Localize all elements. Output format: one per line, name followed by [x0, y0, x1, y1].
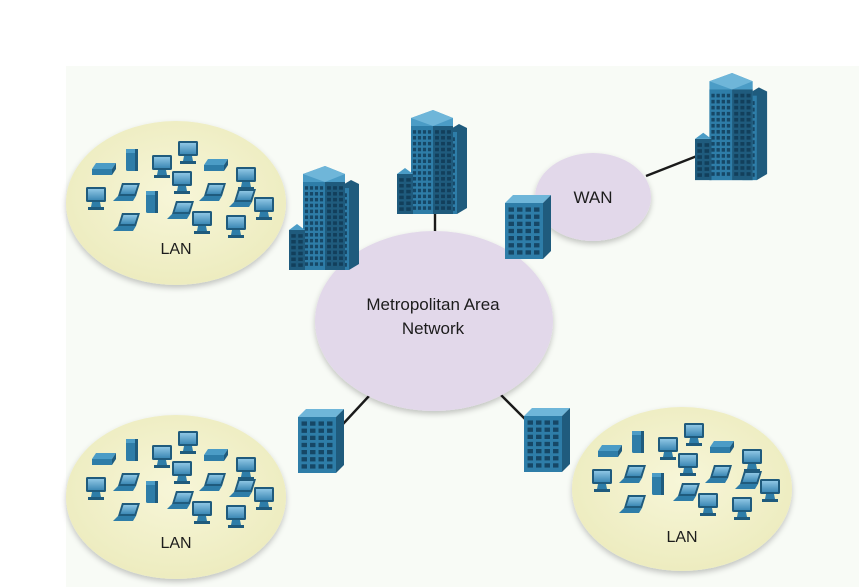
- desktop-computer-icon: [226, 215, 246, 238]
- laptop-icon: [167, 201, 194, 219]
- desktop-computer-icon: [658, 437, 678, 460]
- desktop-computer-icon: [760, 479, 780, 502]
- man-label-line2: Network: [402, 319, 465, 338]
- desktop-computer-icon: [732, 497, 752, 520]
- desktop-computer-icon: [86, 187, 106, 210]
- desktop-computer-icon: [226, 505, 246, 528]
- server-icon: [146, 481, 158, 503]
- small-office-building-icon: [298, 409, 344, 473]
- link-man-bottom-right-building: [500, 394, 528, 422]
- desktop-computer-icon: [254, 197, 274, 220]
- laptop-icon: [113, 213, 140, 231]
- man-ellipse: [315, 231, 553, 411]
- lan-top-left-devices: [86, 141, 274, 238]
- man-cloud: Metropolitan Area Network: [315, 231, 553, 411]
- desktop-computer-icon: [172, 461, 192, 484]
- desktop-computer-icon: [152, 445, 172, 468]
- desktop-computer-icon: [742, 449, 762, 472]
- server-icon: [126, 149, 138, 171]
- server-icon: [126, 439, 138, 461]
- lan-top-left-label: LAN: [160, 241, 191, 258]
- links: [342, 154, 698, 425]
- network-switch-icon: [710, 441, 734, 453]
- laptop-icon: [705, 465, 732, 483]
- laptop-icon: [199, 183, 226, 201]
- laptop-icon: [229, 479, 256, 497]
- desktop-computer-icon: [236, 457, 256, 480]
- laptop-icon: [199, 473, 226, 491]
- desktop-computer-icon: [236, 167, 256, 190]
- link-man-bottom-left-building: [342, 395, 370, 425]
- network-switch-icon: [204, 159, 228, 171]
- lan-bottom-left-devices: [86, 431, 274, 528]
- desktop-computer-icon: [178, 141, 198, 164]
- desktop-computer-icon: [86, 477, 106, 500]
- wan-cloud: WAN: [535, 153, 651, 241]
- desktop-computer-icon: [192, 501, 212, 524]
- laptop-icon: [735, 471, 762, 489]
- link-wan-far-building: [645, 154, 698, 178]
- laptop-icon: [113, 183, 140, 201]
- network-switch-icon: [92, 163, 116, 175]
- man-label-line1: Metropolitan Area: [366, 295, 500, 314]
- server-icon: [146, 191, 158, 213]
- office-tower-icon: [695, 73, 768, 181]
- laptop-icon: [673, 483, 700, 501]
- lan-bottom-right-devices: [592, 423, 780, 520]
- laptop-icon: [167, 491, 194, 509]
- laptop-icon: [619, 495, 646, 513]
- wan-label: WAN: [573, 188, 612, 207]
- desktop-computer-icon: [178, 431, 198, 454]
- lan-bottom-left: LAN: [66, 415, 286, 579]
- server-icon: [652, 473, 664, 495]
- desktop-computer-icon: [684, 423, 704, 446]
- desktop-computer-icon: [172, 171, 192, 194]
- small-office-building-icon: [505, 195, 551, 259]
- lan-bottom-left-label: LAN: [160, 535, 191, 552]
- wan-ellipse: [535, 153, 651, 241]
- network-switch-icon: [92, 453, 116, 465]
- office-tower-icon: [289, 166, 359, 270]
- server-icon: [632, 431, 644, 453]
- desktop-computer-icon: [678, 453, 698, 476]
- network-switch-icon: [598, 445, 622, 457]
- desktop-computer-icon: [254, 487, 274, 510]
- lan-bottom-right: LAN: [572, 407, 792, 571]
- laptop-icon: [113, 473, 140, 491]
- laptop-icon: [229, 189, 256, 207]
- desktop-computer-icon: [192, 211, 212, 234]
- office-tower-icon: [397, 110, 467, 214]
- network-switch-icon: [204, 449, 228, 461]
- desktop-computer-icon: [698, 493, 718, 516]
- laptop-icon: [619, 465, 646, 483]
- desktop-computer-icon: [152, 155, 172, 178]
- lan-top-left: LAN: [66, 121, 286, 285]
- laptop-icon: [113, 503, 140, 521]
- small-office-building-icon: [524, 408, 570, 472]
- lan-bottom-right-label: LAN: [666, 529, 697, 546]
- desktop-computer-icon: [592, 469, 612, 492]
